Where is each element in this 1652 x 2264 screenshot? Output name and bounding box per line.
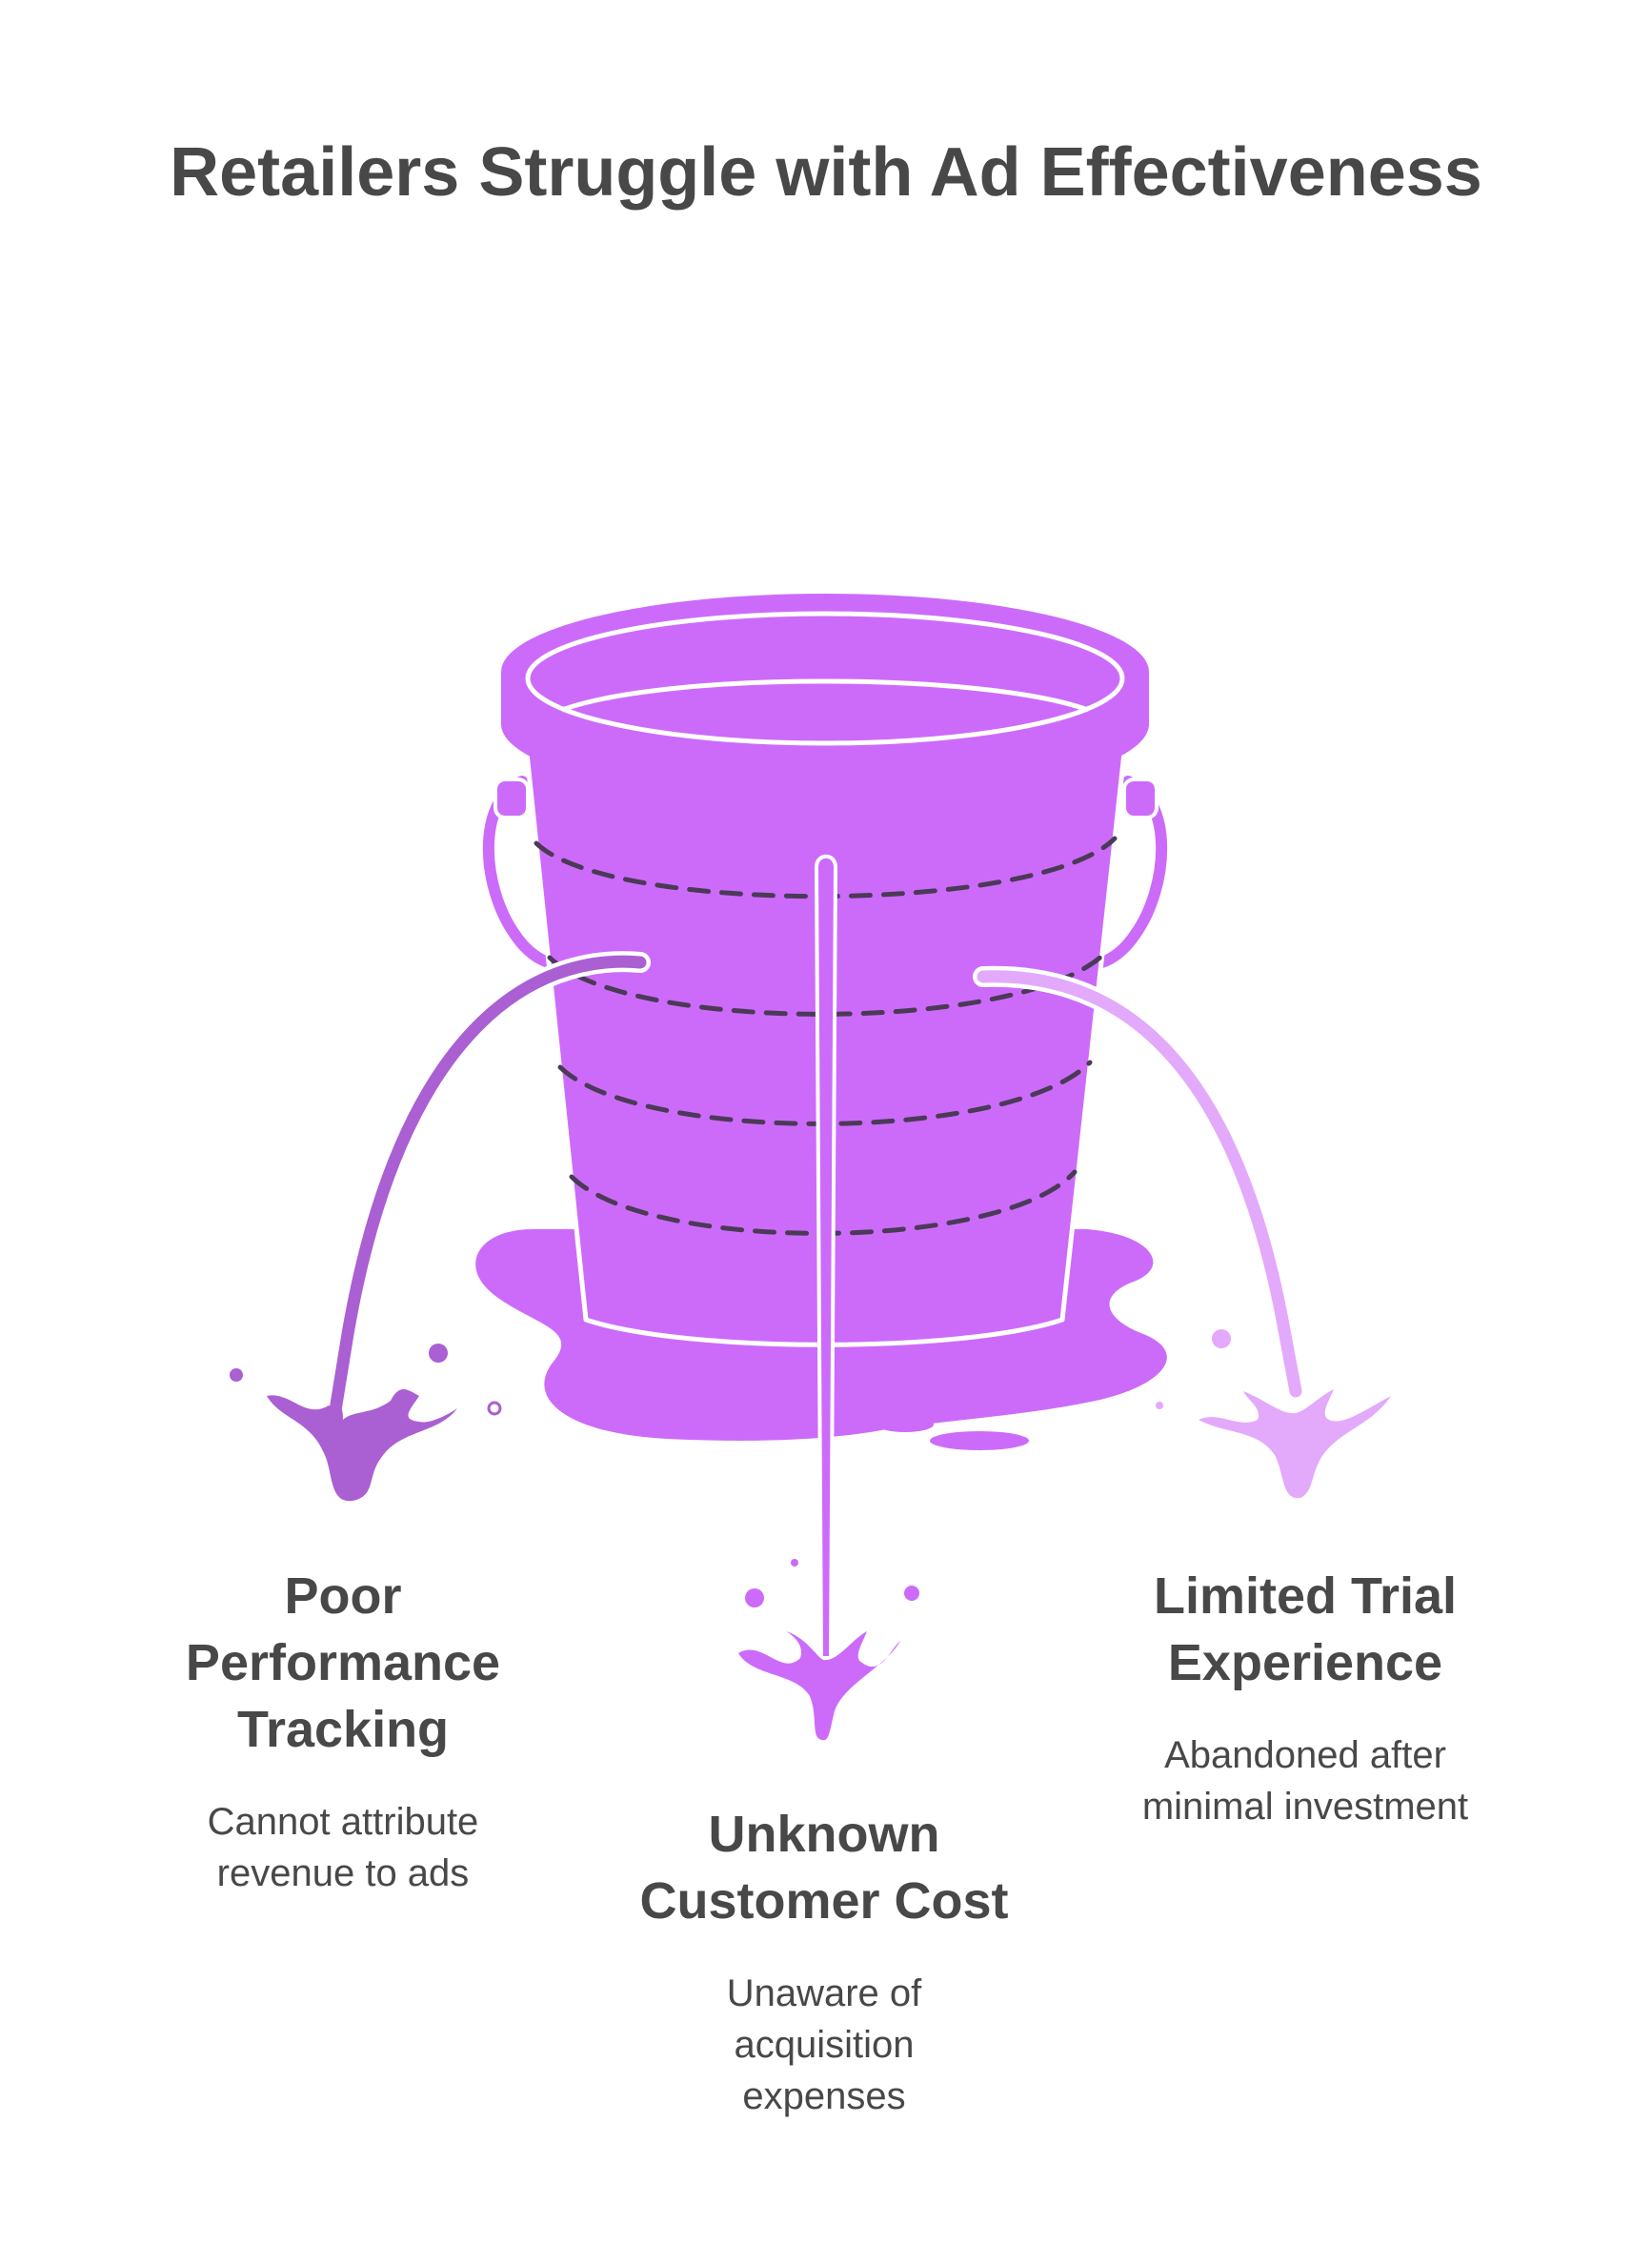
right-leak-icon (973, 965, 1391, 1499)
left-leak-icon (230, 951, 651, 1502)
leak-title-unknown-customer-cost: Unknown Customer Cost (639, 1806, 1009, 1930)
page-title: Retailers Struggle with Ad Effectiveness (170, 134, 1482, 211)
leak-title-poor-performance-tracking: Poor Performance Tracking (185, 1567, 501, 1758)
leak-description-unknown-customer-cost: Unaware of acquisition expenses (726, 1972, 922, 2117)
center-leak-icon (738, 854, 919, 1741)
leak-title-limited-trial-experience: Limited Trial Experience (1153, 1567, 1458, 1691)
leak-description-limited-trial-experience: Abandoned after minimal investment (1141, 1734, 1469, 1828)
bucket-rim-icon (501, 594, 1149, 802)
leak-description-poor-performance-tracking: Cannot attribute revenue to ads (207, 1801, 479, 1894)
